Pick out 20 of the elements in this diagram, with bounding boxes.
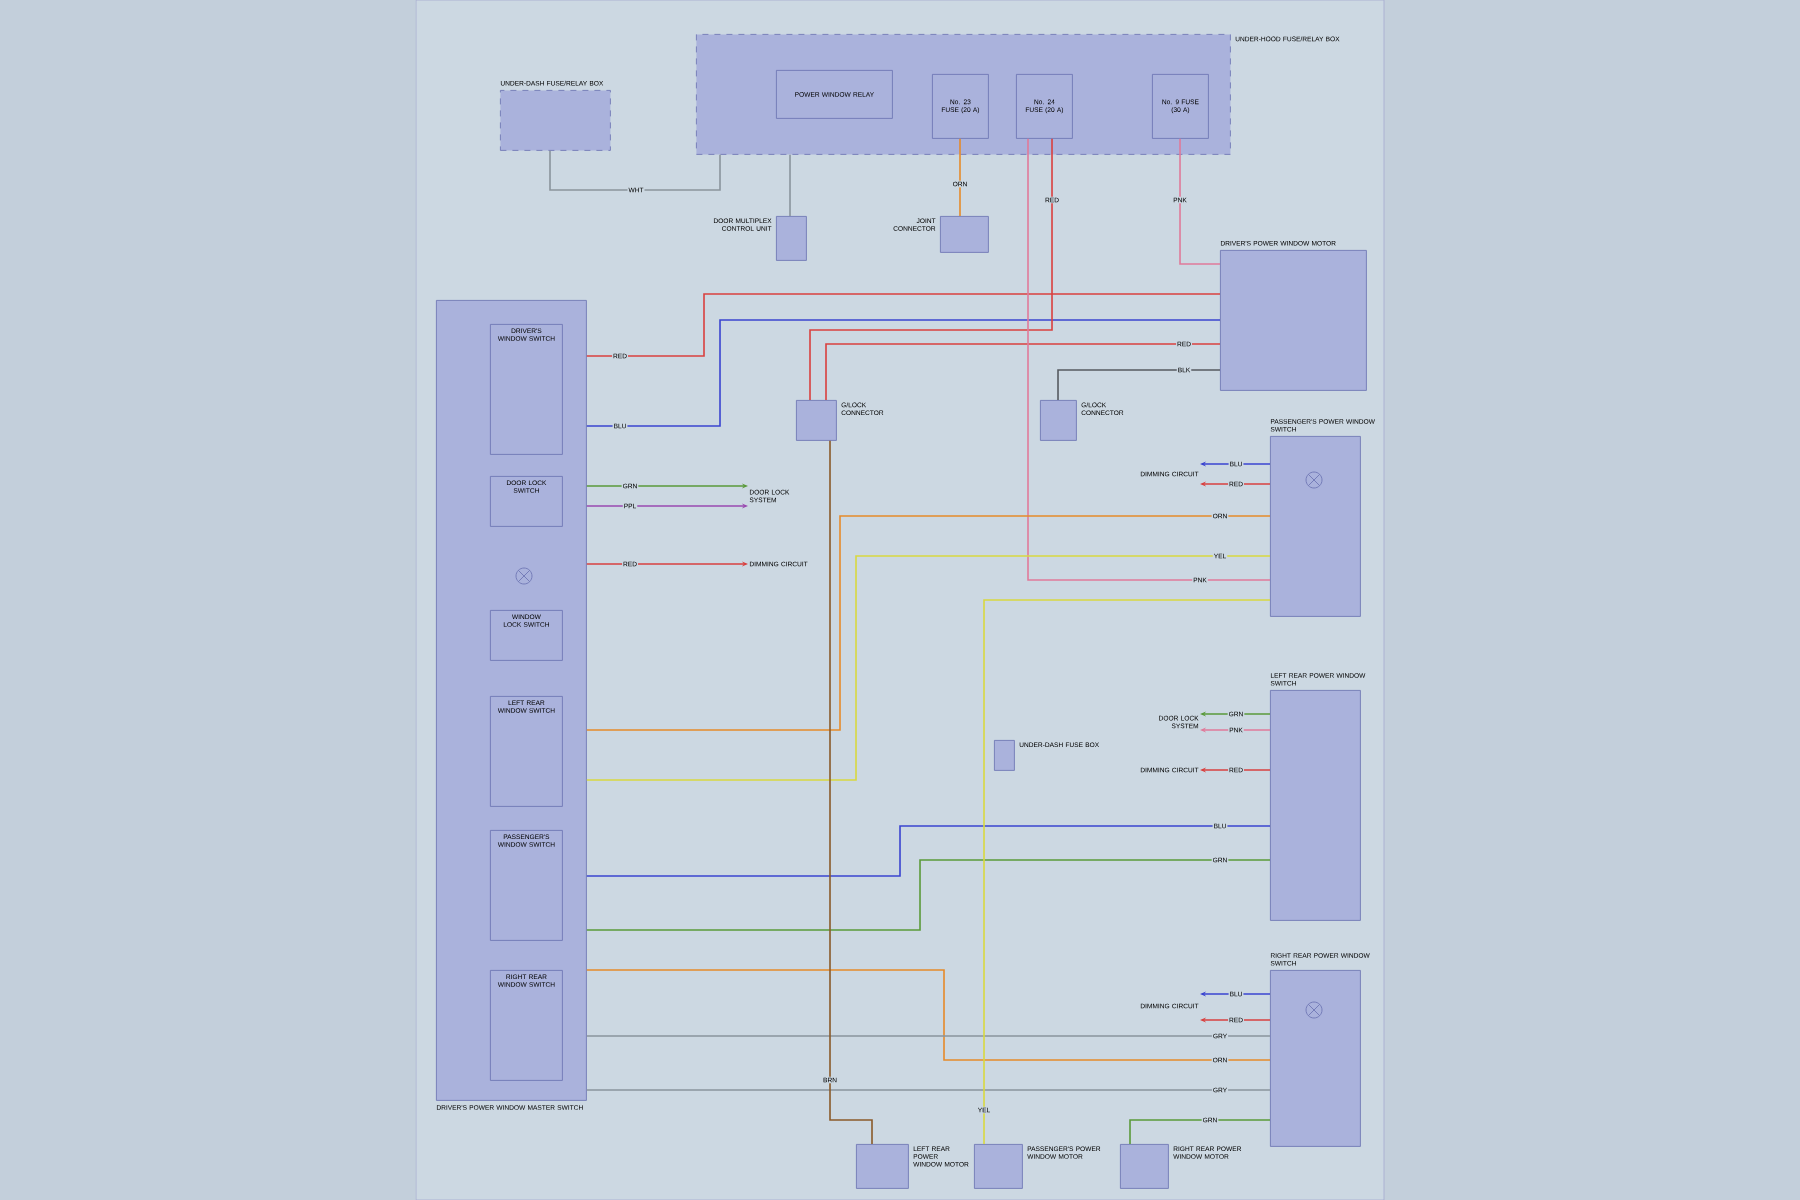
wire bbox=[809, 138, 1053, 401]
wire bbox=[825, 343, 1221, 401]
wire bbox=[586, 859, 1271, 931]
wire bbox=[586, 319, 1221, 427]
wire bbox=[789, 154, 791, 217]
wire bbox=[1129, 1119, 1271, 1145]
wire bbox=[983, 599, 1271, 1145]
wire bbox=[586, 1089, 1271, 1091]
wire bbox=[1027, 138, 1271, 581]
wire bbox=[586, 555, 1271, 781]
wire bbox=[586, 293, 1221, 357]
wire bbox=[1179, 138, 1221, 265]
wire bbox=[586, 515, 1271, 731]
wire bbox=[1057, 369, 1221, 401]
wire bbox=[829, 440, 873, 1145]
wire bbox=[959, 138, 961, 217]
wire bbox=[549, 150, 721, 191]
wire bbox=[586, 825, 1271, 877]
wire bbox=[586, 969, 1271, 1061]
wire bbox=[586, 1035, 1271, 1037]
